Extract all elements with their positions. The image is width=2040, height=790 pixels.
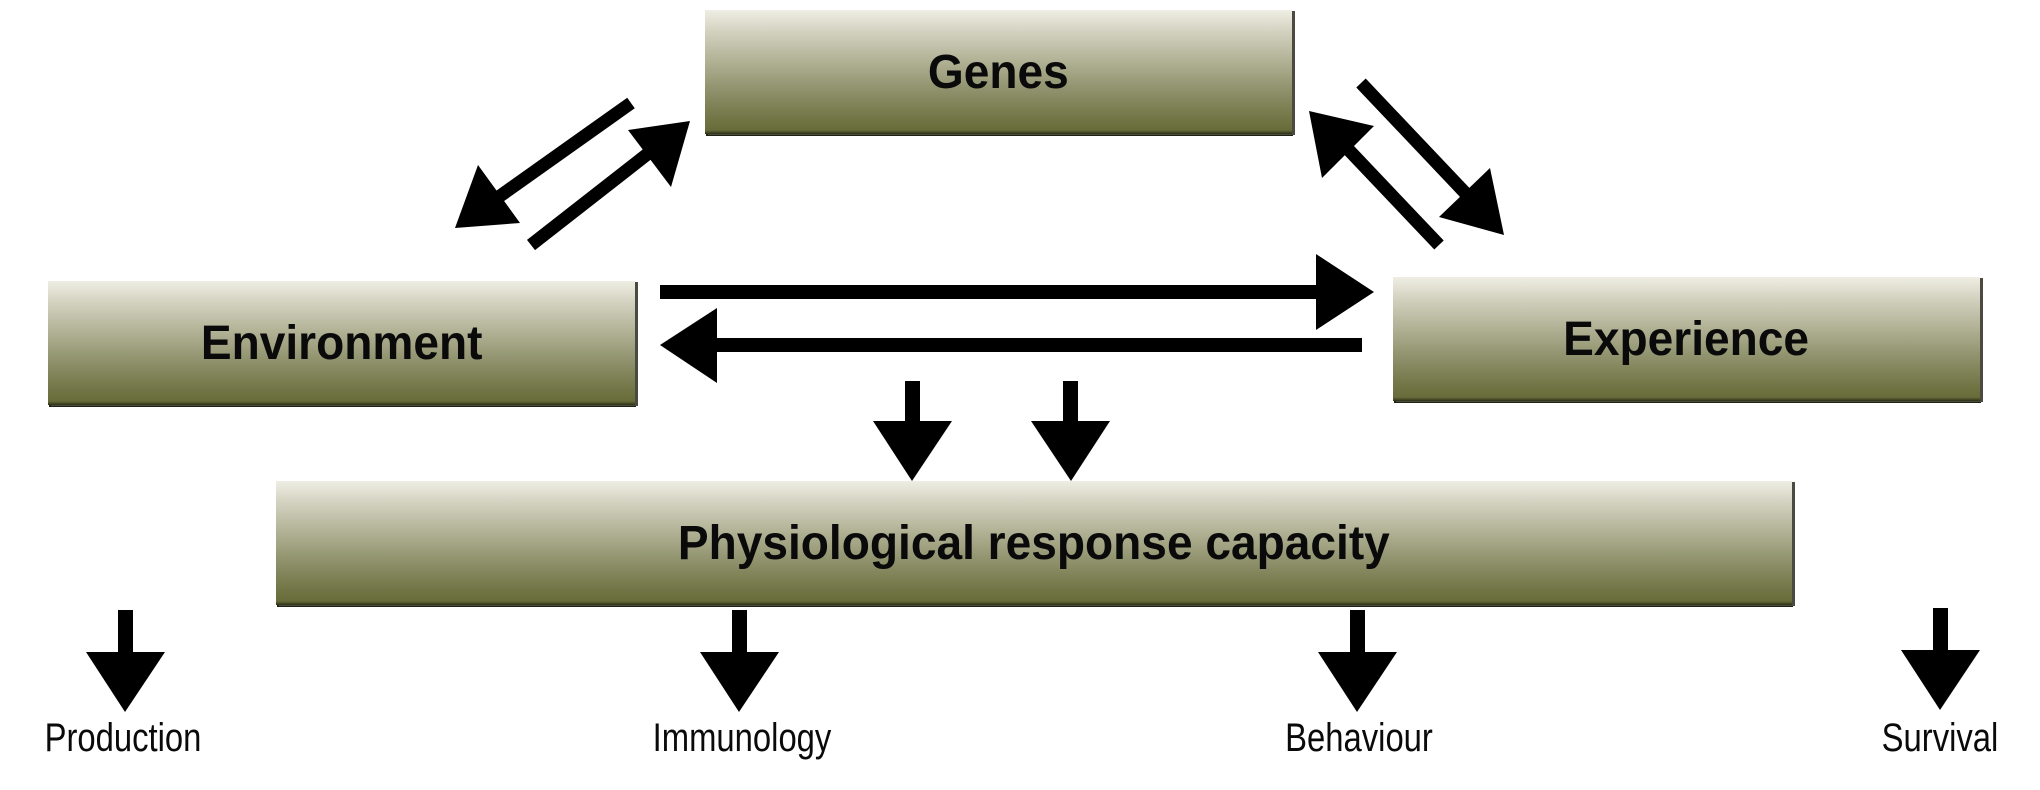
outcome-survival: Survival	[1881, 716, 1999, 760]
arrow-environment-to-genes	[526, 121, 690, 251]
arrow-to-production	[86, 610, 165, 712]
arrow-genes-to-environment	[455, 97, 635, 228]
outcome-production: Production	[44, 716, 202, 760]
genes-node: Genes	[705, 10, 1292, 134]
arrow-experience-to-environment	[660, 308, 1362, 383]
arrow-to-behaviour	[1318, 610, 1397, 712]
arrow-down-to-physiological-1	[873, 381, 952, 481]
arrow-to-survival	[1901, 608, 1980, 710]
experience-label: Experience	[1563, 312, 1810, 366]
physiological-response-label: Physiological response capacity	[678, 516, 1390, 570]
arrow-to-immunology	[700, 610, 779, 712]
physiological-response-node: Physiological response capacity	[276, 481, 1792, 605]
arrow-environment-to-experience	[660, 254, 1374, 330]
experience-node: Experience	[1393, 277, 1980, 401]
arrow-experience-to-genes	[1309, 111, 1444, 250]
arrow-down-to-physiological-2	[1031, 381, 1110, 481]
arrow-genes-to-experience	[1356, 78, 1504, 235]
environment-label: Environment	[200, 316, 483, 370]
outcome-behaviour: Behaviour	[1285, 716, 1433, 760]
environment-node: Environment	[48, 281, 635, 405]
outcome-immunology: Immunology	[652, 716, 832, 760]
genes-label: Genes	[928, 45, 1069, 99]
